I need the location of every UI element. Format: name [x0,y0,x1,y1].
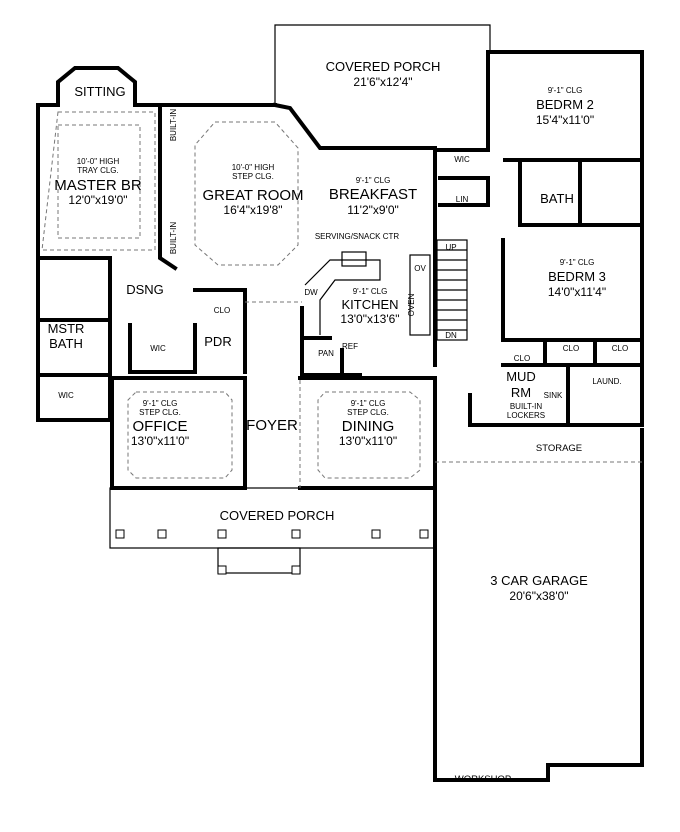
staircase [436,239,468,341]
rear-porch-dims: 21'6"x12'4" [353,75,412,89]
office-dims: 13'0"x11'0" [131,434,189,448]
dsng-name: DSNG [126,282,164,297]
kitchen-ceiling: 9'-1" CLG [353,287,388,296]
bed2-ceiling: 9'-1" CLG [548,86,583,95]
dining-dims: 13'0"x11'0" [339,434,397,448]
garage-name: 3 CAR GARAGE [490,573,588,588]
clo-label-4: CLO [612,344,628,353]
great-name: GREAT ROOM [202,187,303,204]
bath-name: BATH [540,191,574,206]
workshop-name: WORKSHOP [455,774,511,785]
master-ceiling-2: TRAY CLG. [77,166,119,175]
bed2-dims: 15'4"x11'0" [536,113,594,127]
dining-ceiling-2: STEP CLG. [347,408,389,417]
clo-label-1: CLO [214,306,230,315]
kitchen-name: KITCHEN [341,297,398,312]
bed3-name: BEDRM 3 [548,269,606,284]
built-in-label-2: BUILT-IN [169,222,178,255]
wic-label-3: WIC [58,391,74,400]
great-ceiling-1: 10'-0" HIGH [232,163,275,172]
breakfast-name: BREAKFAST [329,186,417,203]
stair-dn-label: DN [445,331,457,340]
ceiling-outlines [41,111,642,488]
breakfast-ceiling: 9'-1" CLG [356,176,391,185]
mstr-bath-name-2: BATH [49,336,83,351]
breakfast-dims: 11'2"x9'0" [347,203,399,217]
clo-label-2: CLO [514,354,530,363]
great-ceiling-2: STEP CLG. [232,172,274,181]
bed2-name: BEDRM 2 [536,97,594,112]
garage-dims: 20'6"x38'0" [509,589,568,603]
built-in-label-1: BUILT-IN [169,109,178,142]
clo-label-3: CLO [563,344,579,353]
sitting-name: SITTING [74,84,125,99]
room-labels: COVERED PORCH 21'6"x12'4" SITTING 10'-0"… [48,59,629,785]
pan-label: PAN [318,349,334,358]
rear-porch-outline [274,24,491,105]
kitchen-counter [304,251,431,336]
bed3-ceiling: 9'-1" CLG [560,258,595,267]
office-ceiling-2: STEP CLG. [139,408,181,417]
front-porch-name: COVERED PORCH [220,508,335,523]
oven-label: OVEN [407,293,416,316]
front-porch-outline [109,487,436,575]
sink-label: SINK [544,391,563,400]
master-dims: 12'0"x19'0" [68,193,127,207]
wic-label: WIC [454,155,470,164]
dw-label: DW [304,288,318,297]
foyer-name: FOYER [246,417,298,434]
master-name: MASTER BR [54,177,142,194]
lockers-label-2: LOCKERS [507,411,545,420]
lockers-label-1: BUILT-IN [510,402,543,411]
office-name: OFFICE [133,418,188,435]
mud-name-2: RM [511,385,531,400]
dining-ceiling-1: 9'-1" CLG [351,399,386,408]
master-ceiling-1: 10'-0" HIGH [77,157,120,166]
ref-label: REF [342,342,358,351]
ov-label: OV [414,264,426,273]
wic-label-2: WIC [150,344,166,353]
rear-porch-name: COVERED PORCH [326,59,441,74]
storage-name: STORAGE [536,443,582,454]
laund-label: LAUND. [592,377,621,386]
lin-label: LIN [456,195,469,204]
mud-name-1: MUD [506,369,536,384]
pdr-name: PDR [204,334,231,349]
mstr-bath-name-1: MSTR [48,321,85,336]
great-dims: 16'4"x19'8" [223,203,282,217]
office-ceiling-1: 9'-1" CLG [143,399,178,408]
serving-label: SERVING/SNACK CTR [315,232,400,241]
stair-up-label: UP [445,243,456,252]
dining-name: DINING [342,418,395,435]
bed3-dims: 14'0"x11'4" [548,285,606,299]
interior-walls [36,103,644,490]
kitchen-dims: 13'0"x13'6" [340,312,399,326]
